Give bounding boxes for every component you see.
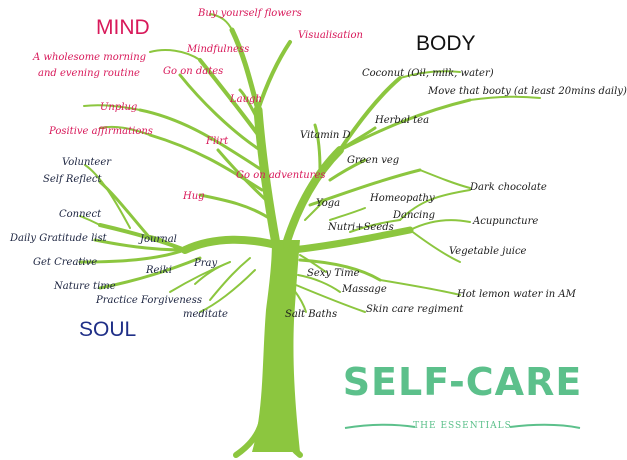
tree-branch (209, 13, 233, 31)
tree-branch (84, 164, 131, 229)
mind-item: A wholesome morning (33, 52, 147, 63)
body-item: Skin care regiment (366, 304, 464, 315)
tree-branch (293, 289, 307, 313)
body-item: Hot lemon water in AM (457, 289, 576, 300)
soul-item: meditate (183, 309, 228, 320)
tree-branch (194, 261, 231, 285)
mind-item: Go on dates (163, 66, 224, 77)
body-item: Dancing (393, 210, 436, 221)
brand-swoosh-left (344, 423, 416, 429)
tree-branch (256, 40, 292, 112)
body-item: Massage (342, 284, 387, 295)
tree-branch (149, 235, 176, 249)
heading-soul: SOUL (79, 318, 137, 341)
tree-branch (209, 257, 251, 301)
soul-item: Self Reflect (43, 174, 102, 185)
mind-item: Buy yourself flowers (198, 8, 302, 19)
body-item: Acupuncture (473, 216, 539, 227)
self-care-tree-diagram: MIND BODY SOUL Buy yourself flowers Visu… (10, 8, 627, 458)
tree-branch (93, 238, 187, 252)
tree-branch (238, 88, 260, 122)
body-item: Vitamin D (300, 130, 351, 141)
body-item: Nutri+Seeds (328, 222, 394, 233)
tree-branch (295, 284, 366, 313)
mind-item: Hug (183, 191, 205, 202)
body-item: Move that booty (at least 20mins daily) (428, 86, 627, 97)
mind-item: Go on adventures (236, 170, 326, 181)
tree-illustration (78, 13, 581, 458)
tree-branch (297, 274, 341, 293)
soul-item: Volunteer (62, 157, 112, 168)
tree-branch (79, 215, 101, 226)
tree-branch (313, 123, 322, 172)
tree-limb (288, 226, 414, 254)
tree-branch (419, 169, 471, 189)
tree-branch (138, 108, 264, 172)
tree-branch (99, 125, 151, 136)
soul-item: Journal (140, 234, 177, 245)
mind-item: Flirt (206, 136, 229, 147)
soul-item: Get Creative (33, 257, 98, 268)
heading-mind: MIND (96, 16, 150, 39)
tree-branch (198, 58, 264, 142)
mind-item: and evening routine (38, 68, 140, 79)
body-item: Yoga (316, 198, 341, 209)
tree-limb (282, 146, 344, 248)
tree-branch (299, 254, 327, 273)
soul-item: Practice Forgiveness (96, 295, 202, 306)
body-item: Homeopathy (370, 193, 435, 204)
heading-body: BODY (416, 32, 476, 55)
tree-limb (181, 235, 284, 254)
tree-branch (338, 98, 472, 152)
mind-item: Mindfulness (187, 44, 250, 55)
mind-item: Visualisation (298, 30, 363, 41)
mind-item: Positive affirmations (49, 126, 153, 137)
tree-branch (229, 27, 261, 113)
tree-branch (329, 207, 366, 221)
body-item: Salt Baths (285, 309, 338, 320)
mind-item: Unplug (100, 102, 138, 113)
tree-branch (308, 168, 422, 207)
tree-branch (216, 148, 268, 202)
tree-branch (98, 223, 187, 252)
tree-branch (148, 133, 264, 192)
tree-branch (304, 199, 326, 221)
tree-branch (78, 248, 187, 264)
tree-branch (198, 193, 274, 222)
mind-item: Laugh (230, 94, 262, 105)
body-item: Herbal tea (375, 115, 430, 126)
tree-branch (328, 158, 367, 182)
tree-trunk (252, 240, 300, 452)
tree-branch (338, 76, 402, 152)
soul-item: Connect (59, 209, 102, 220)
brand-subtitle: THE ESSENTIALS (413, 421, 512, 431)
brand-swoosh-right (509, 423, 581, 429)
tree-branch (409, 219, 471, 231)
soul-item: Pray (194, 258, 218, 269)
soul-item: Nature time (54, 281, 116, 292)
tree-branch (178, 73, 262, 152)
soul-item: Daily Gratitude list (10, 233, 107, 244)
body-item: Sexy Time (307, 268, 360, 279)
tree-branch (469, 95, 541, 101)
body-item: Green veg (347, 155, 400, 166)
body-item: Coconut (Oil, milk, water) (362, 68, 494, 79)
tree-branch (379, 279, 461, 296)
body-item: Vegetable juice (449, 246, 527, 257)
tree-branch (349, 219, 401, 233)
tree-branch (399, 70, 461, 79)
tree-branch (83, 104, 141, 111)
tree-branch (409, 229, 461, 263)
tree-branch (149, 49, 201, 61)
tree-branch (338, 126, 377, 152)
body-item: Dark chocolate (470, 182, 547, 193)
brand-title: SELF-CARE (342, 360, 583, 404)
tree-limb (253, 105, 281, 249)
tree-branch (399, 189, 471, 221)
soul-item: Reiki (146, 265, 172, 276)
tree-branch (199, 269, 256, 313)
tree-branch (98, 256, 202, 290)
